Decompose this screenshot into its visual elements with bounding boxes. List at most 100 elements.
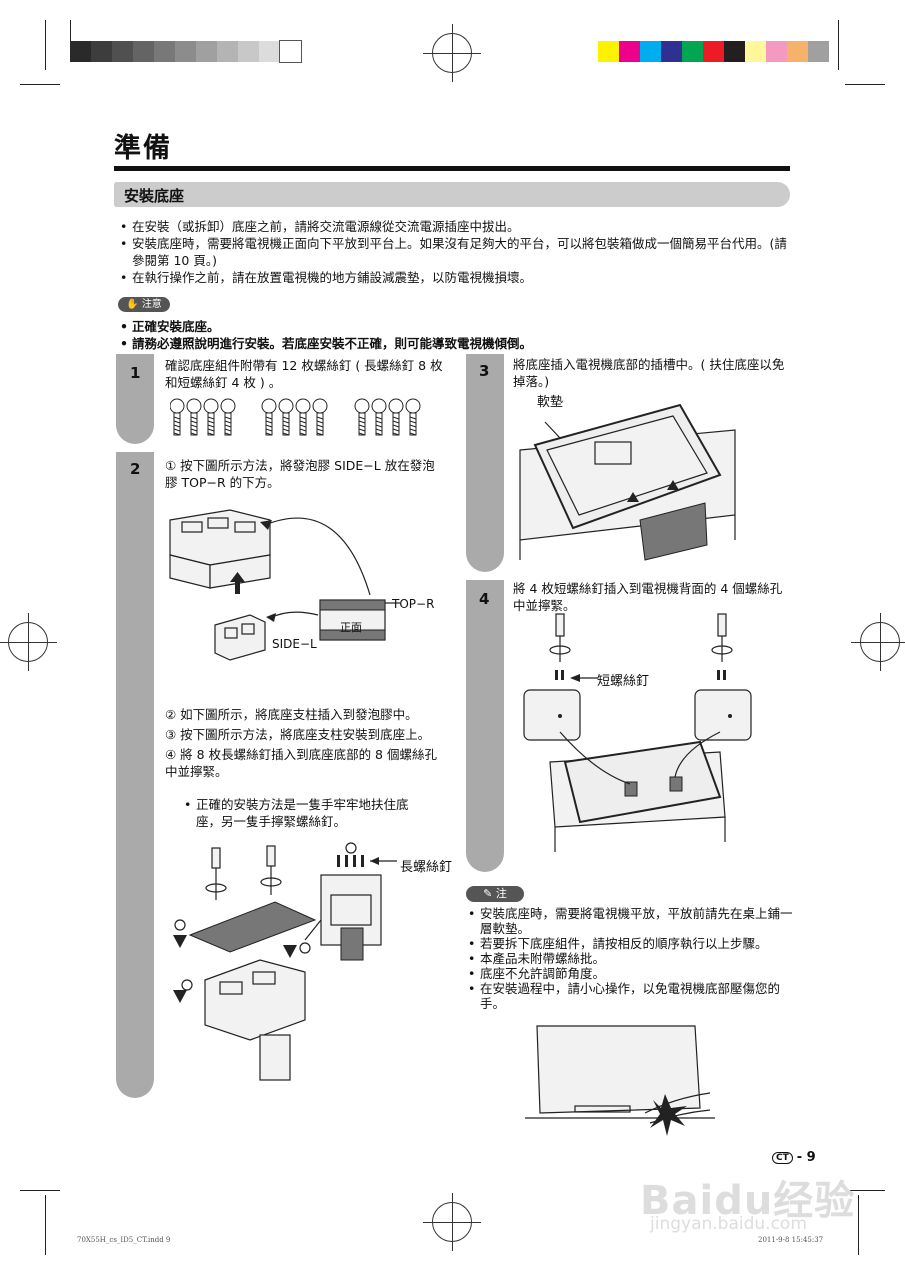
region-badge: CT bbox=[772, 1152, 793, 1164]
color-swatch bbox=[619, 41, 640, 62]
crop-mark bbox=[845, 84, 885, 85]
color-swatch bbox=[133, 41, 154, 62]
footer-file: 70X55H_cs_ID5_CT.indd 9 bbox=[77, 1236, 171, 1244]
screws-illustration bbox=[170, 398, 421, 436]
step-number: 2 bbox=[130, 460, 141, 478]
list-item: 請務必遵照說明進行安裝。若底座安裝不正確，則可能導致電視機傾倒。 bbox=[118, 335, 798, 352]
short-screw-diagram bbox=[523, 613, 752, 852]
screw-icon bbox=[371, 398, 387, 436]
screw-icon bbox=[261, 398, 277, 436]
crop-mark bbox=[845, 1190, 885, 1191]
list-item: 底座不允許調節角度。 bbox=[466, 966, 796, 981]
tv-stand-insert-diagram bbox=[519, 403, 736, 561]
crop-mark bbox=[20, 1190, 60, 1191]
note-clip-icon: ✎ bbox=[483, 887, 493, 900]
color-swatch bbox=[238, 41, 259, 62]
color-swatch bbox=[598, 41, 619, 62]
screw-icon bbox=[295, 398, 311, 436]
step-2-sub4: ④ 將 8 枚長螺絲釘插入到底座底部的 8 個螺絲孔中並擰緊。 bbox=[165, 747, 437, 779]
color-swatch bbox=[175, 41, 196, 62]
step-2-sub2: ② 如下圖所示，將底座支柱插入到發泡膠中。 bbox=[165, 707, 418, 722]
list-item: 若要拆下底座組件，請按相反的順序執行以上步驟。 bbox=[466, 936, 796, 951]
step-2-tip: • 正確的安裝方法是一隻手牢牢地扶住底座，另一隻手擰緊螺絲釘。 bbox=[182, 796, 416, 830]
color-swatch bbox=[787, 41, 808, 62]
color-swatch bbox=[259, 41, 280, 62]
section-header: 安裝底座 bbox=[114, 182, 790, 207]
front-label: 正面 bbox=[340, 621, 362, 634]
short-screw-label: 短螺絲釘 bbox=[597, 674, 650, 689]
registration-mark bbox=[423, 24, 481, 82]
color-swatch bbox=[279, 40, 302, 63]
note-label: 注 bbox=[495, 887, 507, 900]
notes-list: 安裝底座時，需要將電視機平放，平放前請先在桌上鋪一層軟墊。 若要拆下底座組件，請… bbox=[466, 906, 796, 1011]
page-dash: - bbox=[796, 1150, 807, 1165]
color-swatch bbox=[682, 41, 703, 62]
color-swatch bbox=[217, 41, 238, 62]
color-swatch bbox=[154, 41, 175, 62]
watermark-url: jingyan.baidu.com bbox=[650, 1214, 807, 1234]
step-4-text: 將 4 枚短螺絲釘插入到電視機背面的 4 個螺絲孔中並擰緊。 bbox=[513, 581, 783, 613]
page-number: CT- 9 bbox=[772, 1150, 816, 1165]
tip-text: 正確的安裝方法是一隻手牢牢地扶住底座，另一隻手擰緊螺絲釘。 bbox=[196, 797, 409, 829]
title-rule bbox=[114, 166, 790, 171]
screw-icon bbox=[186, 398, 202, 436]
long-screw-label: 長螺絲釘 bbox=[400, 860, 453, 875]
step-1-text: 確認底座組件附帶有 12 枚螺絲釘 ( 長螺絲釘 8 枚和短螺絲釘 4 枚 ) … bbox=[165, 358, 443, 390]
caution-hand-icon: ✋ bbox=[126, 299, 139, 310]
footer-timestamp: 2011-9-8 15:45:37 bbox=[758, 1236, 824, 1244]
crop-mark bbox=[70, 20, 71, 50]
list-item: 在安裝過程中，請小心操作，以免電視機底部壓傷您的手。 bbox=[466, 981, 796, 1011]
crop-mark bbox=[858, 1195, 859, 1255]
list-item: 本產品未附帶螺絲批。 bbox=[466, 951, 796, 966]
color-swatch bbox=[766, 41, 787, 62]
color-swatch bbox=[70, 41, 91, 62]
registration-mark bbox=[851, 613, 905, 671]
step-bar bbox=[466, 354, 504, 572]
color-swatch bbox=[808, 41, 829, 62]
step-number: 3 bbox=[479, 362, 490, 380]
color-swatch bbox=[112, 41, 133, 62]
crop-mark bbox=[45, 1195, 46, 1255]
section-title: 安裝底座 bbox=[124, 187, 185, 205]
step-number: 1 bbox=[130, 364, 141, 382]
step-2-sub3: ③ 按下圖所示方法，將底座支柱安裝到底座上。 bbox=[165, 727, 431, 742]
step-3-text: 將底座插入電視機底部的插槽中。( 扶住底座以免掉落。) bbox=[513, 357, 785, 389]
list-item: 安裝底座時，需要將電視機平放，平放前請先在桌上鋪一層軟墊。 bbox=[466, 906, 796, 936]
step-2-sub1: ① 按下圖所示方法，將發泡膠 SIDE−L 放在發泡膠 TOP−R 的下方。 bbox=[165, 458, 435, 490]
crop-mark bbox=[20, 84, 60, 85]
step-bar bbox=[466, 580, 504, 872]
list-item: 在安裝（或拆卸）底座之前，請將交流電源線從交流電源插座中拔出。 bbox=[118, 218, 798, 235]
color-swatch bbox=[91, 41, 112, 62]
note-badge: ✎ 注 bbox=[466, 886, 524, 902]
side-l-label: SIDE−L bbox=[272, 637, 317, 651]
color-swatch bbox=[703, 41, 724, 62]
screw-icon bbox=[405, 398, 421, 436]
page-number-value: 9 bbox=[806, 1150, 816, 1165]
screw-icon bbox=[278, 398, 294, 436]
page-title: 準備 bbox=[114, 133, 172, 164]
screw-icon bbox=[354, 398, 370, 436]
intro-bullets: 在安裝（或拆卸）底座之前，請將交流電源線從交流電源插座中拔出。 安裝底座時，需要… bbox=[118, 218, 798, 286]
soft-pad-label: 軟墊 bbox=[537, 395, 564, 410]
crop-mark bbox=[45, 20, 46, 70]
step-number: 4 bbox=[479, 590, 490, 608]
caution-label: 注意 bbox=[141, 299, 162, 310]
step-bar bbox=[116, 452, 154, 1098]
foam-assembly-diagram bbox=[169, 509, 400, 661]
top-r-label: TOP−R bbox=[392, 597, 435, 611]
screw-icon bbox=[220, 398, 236, 436]
screw-icon bbox=[203, 398, 219, 436]
color-swatch bbox=[661, 41, 682, 62]
caution-badge: ✋ 注意 bbox=[118, 297, 170, 312]
registration-mark bbox=[423, 1193, 481, 1251]
color-swatch bbox=[196, 41, 217, 62]
step-bar bbox=[116, 354, 154, 444]
list-item: 正確安裝底座。 bbox=[118, 318, 798, 335]
list-item: 安裝底座時，需要將電視機正面向下平放到平台上。如果沒有足夠大的平台，可以將包裝箱… bbox=[118, 235, 798, 269]
color-swatch bbox=[724, 41, 745, 62]
color-swatch bbox=[640, 41, 661, 62]
screw-icon bbox=[388, 398, 404, 436]
bullet-icon: • bbox=[184, 797, 192, 812]
hand-pinch-warning-diagram bbox=[525, 1025, 715, 1136]
stand-screw-diagram bbox=[173, 842, 397, 1081]
